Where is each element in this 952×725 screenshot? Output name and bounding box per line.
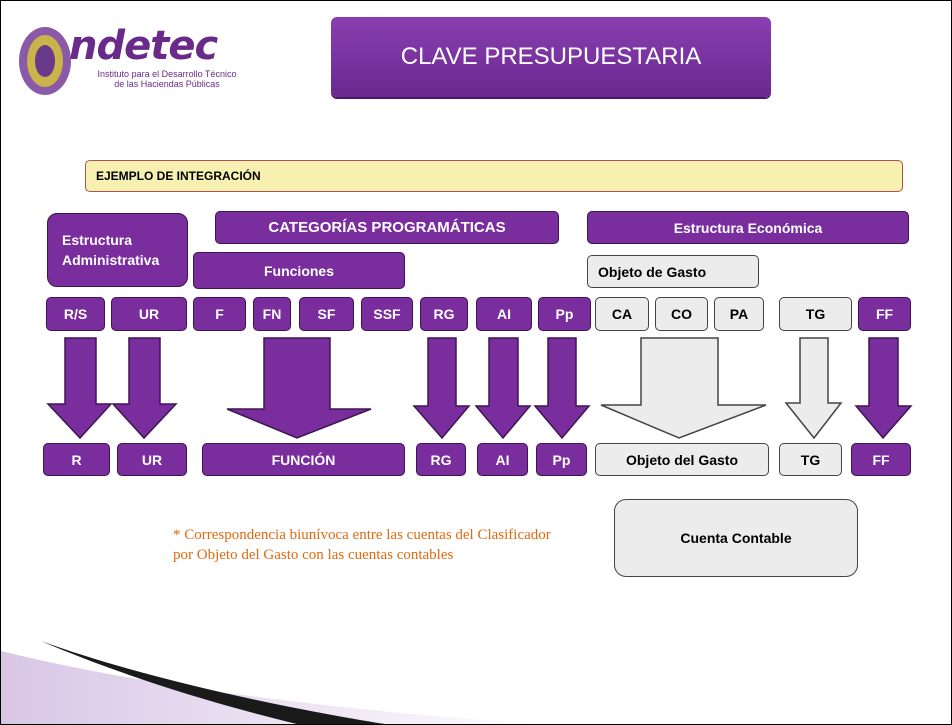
- result-ur: UR: [117, 443, 187, 476]
- example-label: EJEMPLO DE INTEGRACIÓN: [85, 160, 903, 192]
- arrow-pp-icon: [533, 337, 591, 440]
- result-r: R: [43, 443, 110, 476]
- correspondence-note: * Correspondencia biunívoca entre las cu…: [173, 527, 551, 563]
- code-sf: SF: [299, 297, 354, 331]
- arrow-rs-icon: [46, 337, 113, 440]
- result-tg: TG: [779, 443, 842, 476]
- code-pp: Pp: [538, 297, 591, 331]
- logo-wordmark: ndetec: [69, 23, 218, 69]
- decorative-swoosh: [1, 641, 545, 724]
- cuenta-contable-box: Cuenta Contable: [614, 499, 858, 577]
- result-funcion: FUNCIÓN: [202, 443, 405, 476]
- group-admin-line2: Administrativa: [62, 252, 160, 268]
- logo-subtitle: Instituto para el Desarrollo Técnico de …: [77, 69, 257, 89]
- arrow-ff-icon: [854, 337, 913, 440]
- code-ssf: SSF: [361, 297, 413, 331]
- code-fn: FN: [253, 297, 291, 331]
- code-rs: R/S: [46, 297, 105, 331]
- logo-subtitle-line2: de las Haciendas Públicas: [114, 79, 220, 89]
- group-objeto-de-gasto: Objeto de Gasto: [587, 255, 759, 288]
- code-tg: TG: [779, 297, 852, 331]
- code-ca: CA: [595, 297, 649, 331]
- arrow-rg-icon: [412, 337, 471, 440]
- code-f: F: [193, 297, 246, 331]
- code-rg: RG: [420, 297, 468, 331]
- code-ai: AI: [476, 297, 532, 331]
- result-rg: RG: [416, 443, 466, 476]
- arrow-tg-icon: [784, 337, 843, 440]
- page-title: CLAVE PRESUPUESTARIA: [331, 17, 771, 97]
- group-categorias-programaticas: CATEGORÍAS PROGRAMÁTICAS: [215, 211, 559, 244]
- result-objeto-del-gasto: Objeto del Gasto: [595, 443, 769, 476]
- code-ff: FF: [858, 297, 911, 331]
- code-ur: UR: [111, 297, 187, 331]
- arrow-objeto-icon: [600, 337, 767, 439]
- group-funciones: Funciones: [193, 252, 405, 289]
- result-pp: Pp: [536, 443, 587, 476]
- group-admin-line1: Estructura: [62, 232, 133, 248]
- result-ai: AI: [477, 443, 528, 476]
- arrow-funcion-icon: [226, 337, 372, 439]
- group-estructura-administrativa: Estructura Administrativa: [47, 213, 188, 287]
- group-estructura-economica: Estructura Económica: [587, 211, 909, 244]
- logo-emblem-icon: [19, 27, 71, 95]
- code-pa: PA: [714, 297, 764, 331]
- indetec-logo: ndetec Instituto para el Desarrollo Técn…: [17, 13, 267, 103]
- code-co: CO: [655, 297, 708, 331]
- arrow-ur-icon: [111, 337, 178, 440]
- logo-subtitle-line1: Instituto para el Desarrollo Técnico: [97, 69, 237, 79]
- arrow-ai-icon: [474, 337, 532, 440]
- result-ff: FF: [851, 443, 911, 476]
